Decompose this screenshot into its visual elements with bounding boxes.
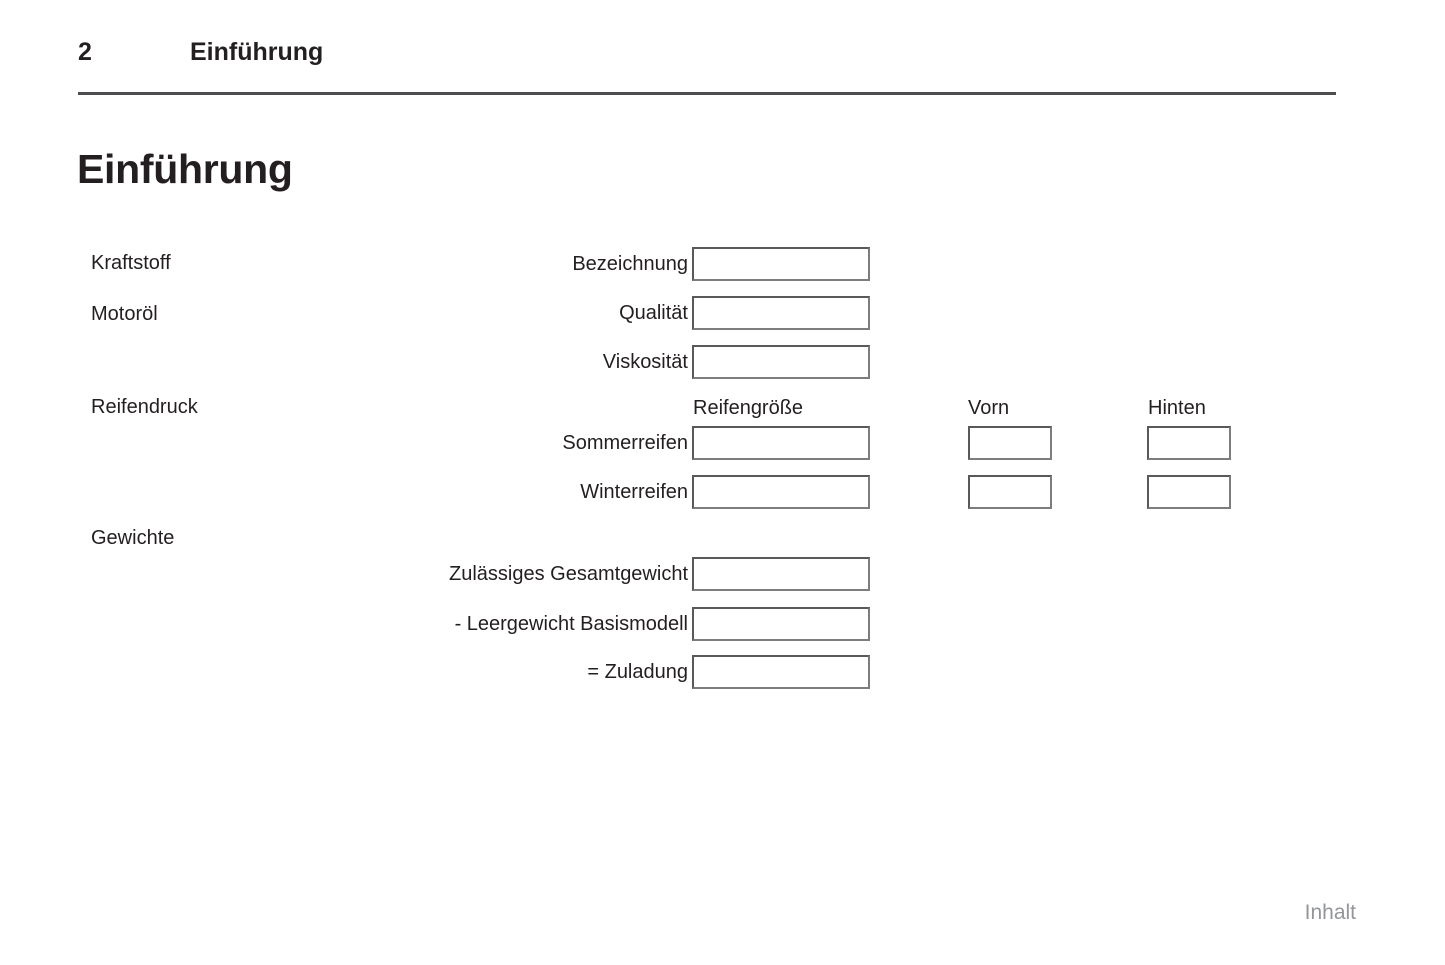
column-header-front: Vorn — [968, 397, 1010, 419]
header-divider — [78, 92, 1336, 95]
group-label-tyre-pressure: Reifendruck — [91, 396, 198, 418]
label-designation: Bezeichnung — [572, 253, 688, 275]
page-title: Einführung — [77, 146, 293, 193]
input-summer-tyre-rear[interactable] — [1147, 426, 1231, 460]
running-header-title: Einführung — [190, 38, 324, 66]
contents-link[interactable]: Inhalt — [1304, 901, 1356, 924]
label-winter-tyres: Winterreifen — [580, 481, 688, 503]
label-payload: = Zuladung — [587, 661, 688, 683]
input-winter-tyre-rear[interactable] — [1147, 475, 1231, 509]
input-winter-tyre-size[interactable] — [692, 475, 870, 509]
input-viscosity[interactable] — [692, 345, 870, 379]
label-viscosity: Viskosität — [602, 351, 688, 373]
input-quality[interactable] — [692, 296, 870, 330]
group-label-engine-oil: Motoröl — [91, 303, 158, 325]
label-quality: Qualität — [619, 302, 688, 324]
input-gross-weight[interactable] — [692, 557, 870, 591]
input-summer-tyre-size[interactable] — [692, 426, 870, 460]
group-label-fuel: Kraftstoff — [91, 252, 171, 274]
column-header-rear: Hinten — [1148, 397, 1206, 419]
input-payload[interactable] — [692, 655, 870, 689]
column-header-tyre-size: Reifengröße — [693, 397, 804, 419]
label-kerb-weight: - Leergewicht Basismodell — [454, 613, 688, 635]
input-designation[interactable] — [692, 247, 870, 281]
page-number: 2 — [78, 38, 92, 66]
group-label-weights: Gewichte — [91, 527, 175, 549]
label-summer-tyres: Sommerreifen — [562, 432, 688, 454]
input-summer-tyre-front[interactable] — [968, 426, 1052, 460]
input-kerb-weight[interactable] — [692, 607, 870, 641]
input-winter-tyre-front[interactable] — [968, 475, 1052, 509]
label-gross-weight: Zulässiges Gesamtgewicht — [449, 563, 688, 585]
